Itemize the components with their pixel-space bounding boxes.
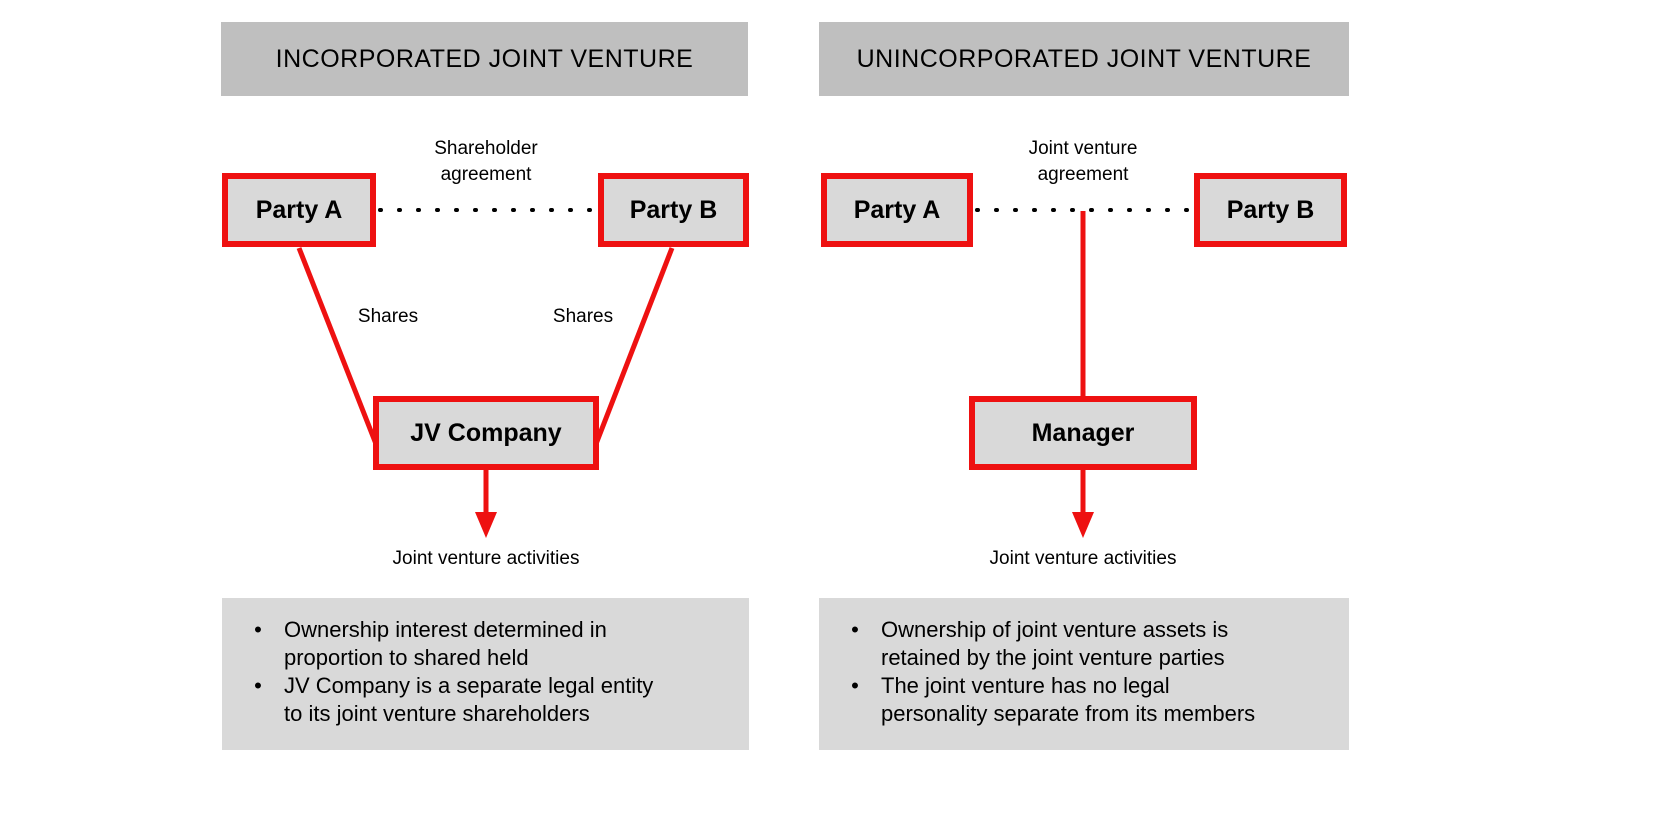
- bullet-point-icon: •: [254, 672, 262, 698]
- bullet-point-icon: •: [254, 617, 262, 642]
- left-label-shareholder-agreement: Shareholder agreement: [434, 138, 538, 185]
- list-item-text: Ownership interest determined in proport…: [284, 617, 607, 670]
- right-bullet-panel: • Ownership of joint venture assets is r…: [819, 598, 1349, 750]
- list-item-text: Ownership of joint venture assets is ret…: [881, 617, 1229, 670]
- left-label-shares-a: Shares: [357, 306, 419, 327]
- list-item-text: The joint venture has no legal personali…: [881, 672, 1256, 726]
- bullet-point-icon: •: [851, 672, 859, 698]
- right-node-party-a: Party A: [821, 173, 973, 247]
- list-item: • The joint venture has no legal persona…: [829, 672, 1335, 728]
- left-bullet-panel: • Ownership interest determined in propo…: [222, 598, 749, 750]
- right-node-manager: Manager: [969, 396, 1197, 470]
- list-item: • Ownership interest determined in propo…: [232, 616, 735, 672]
- panel-header-unincorporated: UNINCORPORATED JOINT VENTURE: [819, 22, 1349, 96]
- right-node-party-b: Party B: [1194, 173, 1347, 247]
- list-item-text: JV Company is a separate legal entity to…: [284, 672, 654, 726]
- right-label-joint-venture-agreement: Joint venture agreement: [1028, 138, 1138, 185]
- left-node-party-b: Party B: [598, 173, 749, 247]
- panel-header-incorporated: INCORPORATED JOINT VENTURE: [221, 22, 748, 96]
- right-label-joint-venture-activities: Joint venture activities: [989, 548, 1177, 569]
- list-item: • Ownership of joint venture assets is r…: [829, 616, 1335, 672]
- left-label-joint-venture-activities: Joint venture activities: [392, 548, 580, 569]
- left-label-shares-b: Shares: [552, 306, 614, 327]
- left-activity-arrow-head: [475, 512, 497, 538]
- bullet-point-icon: •: [851, 617, 859, 642]
- left-shares-line-a: [296, 247, 379, 445]
- right-activity-arrow-head: [1072, 512, 1094, 538]
- left-shares-line-b: [593, 247, 675, 445]
- left-node-party-a: Party A: [222, 173, 376, 247]
- left-node-jv-company: JV Company: [373, 396, 599, 470]
- list-item: • JV Company is a separate legal entity …: [232, 672, 735, 728]
